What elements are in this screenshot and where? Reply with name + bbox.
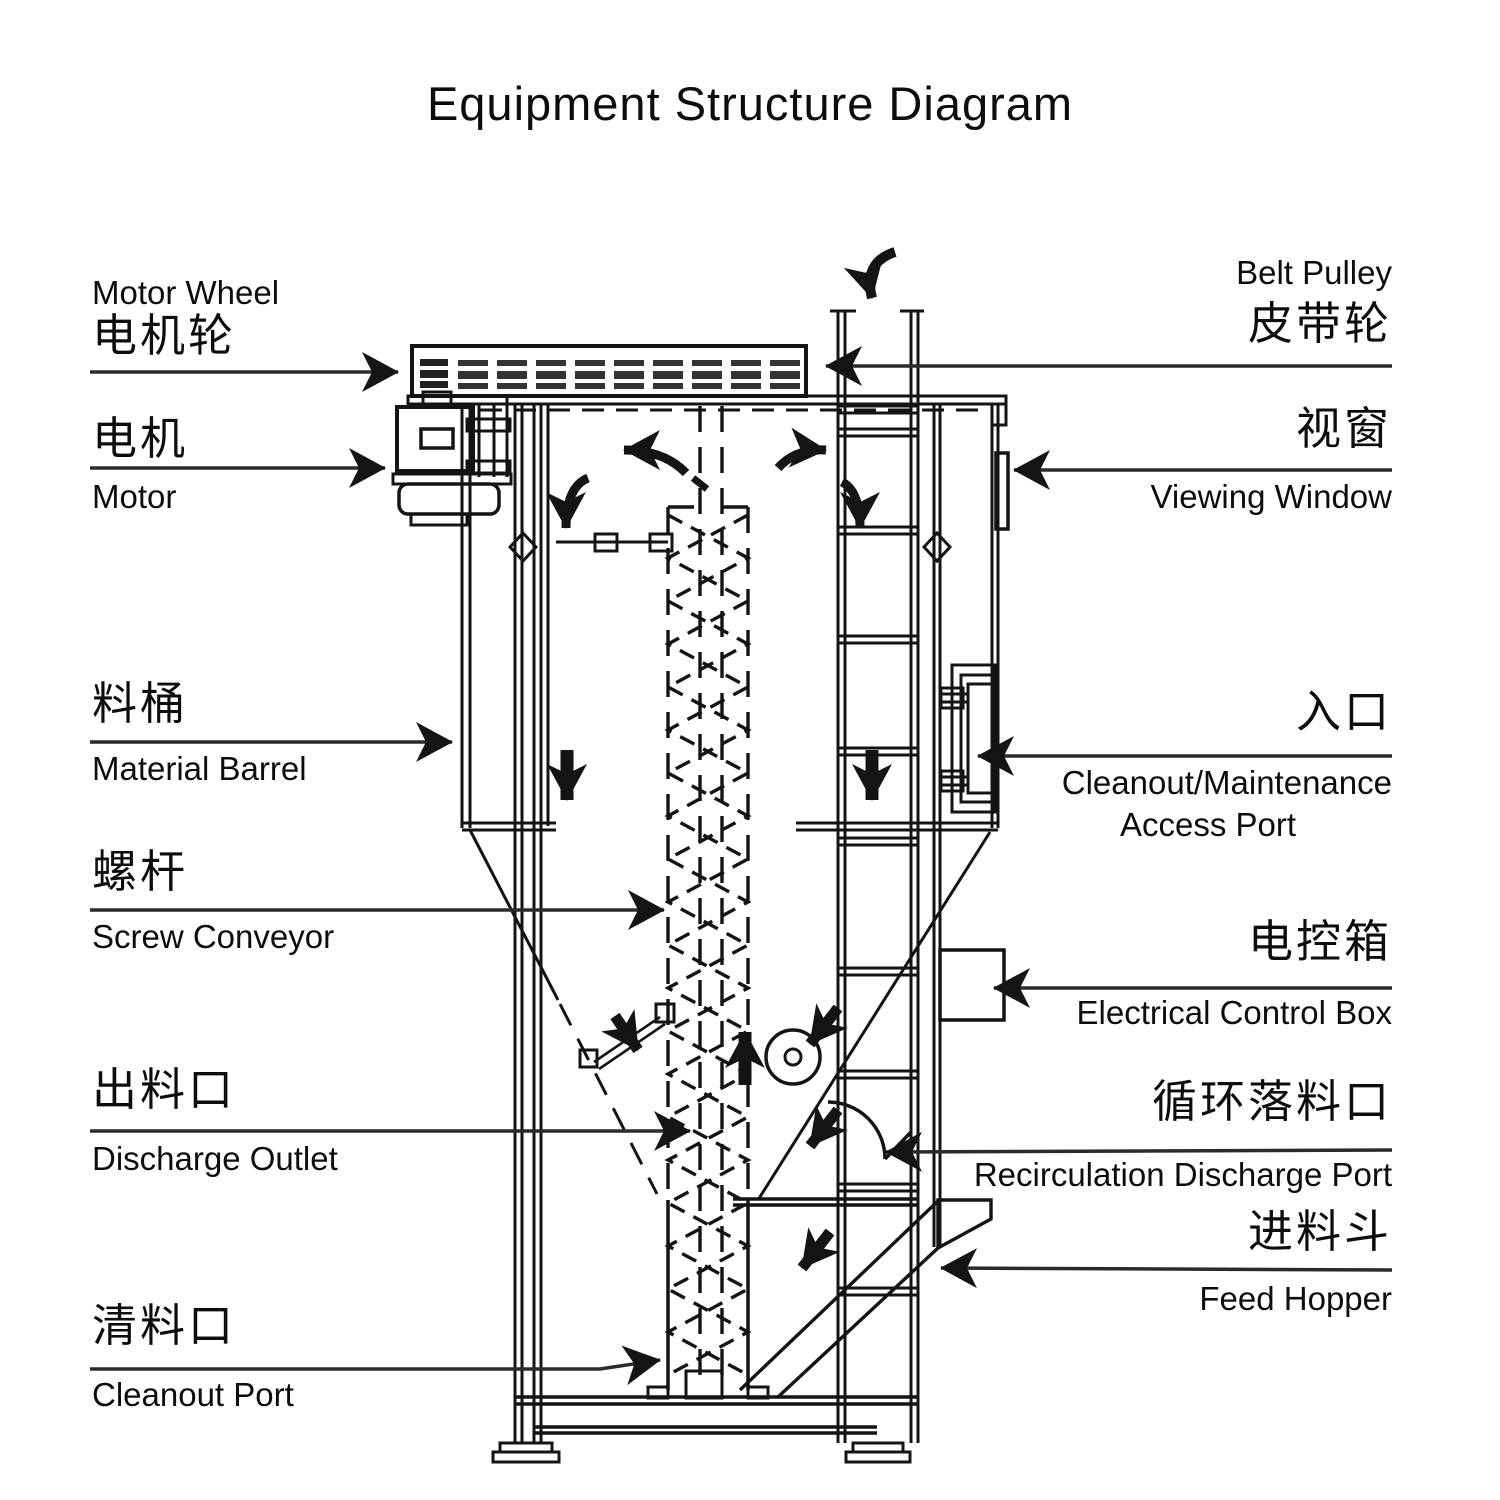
flow-arrow-top-left [623, 430, 690, 477]
label-feed-hopper-en: Feed Hopper [1199, 1280, 1392, 1317]
leader-recirculation [885, 1131, 1393, 1172]
label-screw-conveyor-en: Screw Conveyor [92, 918, 335, 955]
motor-group [391, 390, 513, 527]
electrical-control-box [938, 948, 1006, 1022]
label-motor-wheel-en: Motor Wheel [92, 274, 280, 311]
belt-end-icon [420, 359, 448, 388]
motor-wheel-guard [410, 344, 808, 398]
flow-arrow-nozzle [601, 1008, 643, 1054]
flow-arrow-downcurve-left [546, 473, 591, 529]
cone [468, 829, 992, 1201]
lower-belt-wheel [764, 1028, 822, 1086]
guard-vent-slots [458, 360, 800, 389]
flow-arrow-downcurve-right [839, 477, 880, 529]
flow-arrow-dash [690, 475, 710, 492]
flow-arrow-recirc [805, 1105, 848, 1150]
label-material-barrel-zh: 料桶 [92, 678, 189, 729]
viewing-window [994, 451, 1010, 531]
leader-lines [90, 346, 1393, 1386]
label-viewing-window-en: Viewing Window [1150, 478, 1392, 515]
label-cleanout-port-zh: 清料口 [92, 1300, 237, 1351]
barrel-flange [462, 821, 998, 832]
label-recirculation-zh: 循环落料口 [1151, 1076, 1392, 1127]
flow-arrow-to-wheel [805, 1003, 848, 1048]
label-motor-zh: 电机 [92, 413, 189, 464]
base-frame [491, 1395, 918, 1464]
leader-feed-hopper [940, 1248, 1393, 1289]
label-access-port-en2: Access Port [1119, 806, 1297, 843]
material-barrel-walls [460, 403, 1000, 1247]
label-access-port-en1: Cleanout/Maintenance [1061, 764, 1392, 801]
flow-arrow-hopper [797, 1227, 840, 1272]
lug-diamond-icons [507, 530, 953, 564]
left-leg [513, 403, 543, 1443]
label-access-port-zh: 入口 [1295, 686, 1392, 737]
page-title: Equipment Structure Diagram [426, 77, 1074, 130]
belt-intake-arrow [843, 247, 897, 300]
label-viewing-window-zh: 视窗 [1295, 403, 1392, 454]
label-discharge-outlet-zh: 出料口 [92, 1064, 237, 1115]
label-screw-conveyor-zh: 螺杆 [92, 846, 189, 897]
label-control-box-en: Electrical Control Box [1076, 994, 1392, 1031]
screw-bottom-housing [646, 1200, 770, 1400]
feed-hopper [733, 1197, 993, 1399]
label-belt-pulley-en: Belt Pulley [1236, 254, 1392, 291]
flow-arrows [546, 247, 897, 1272]
label-belt-pulley-zh: 皮带轮 [1247, 298, 1392, 349]
screw-conveyor-group [664, 406, 752, 1388]
label-discharge-outlet-en: Discharge Outlet [92, 1140, 338, 1177]
label-motor-wheel-zh: 电机轮 [92, 310, 237, 361]
label-recirculation-en: Recirculation Discharge Port [973, 1156, 1392, 1193]
leader-cleanout-port [90, 1345, 661, 1386]
label-feed-hopper-zh: 进料斗 [1247, 1206, 1392, 1257]
upper-support-bracket [556, 532, 674, 553]
label-motor-en: Motor [92, 478, 177, 515]
access-port [939, 663, 997, 814]
label-cleanout-port-en: Cleanout Port [92, 1376, 294, 1413]
column-rungs [838, 404, 918, 1297]
top-plate [406, 394, 1008, 427]
label-material-barrel-en: Material Barrel [92, 750, 307, 787]
flow-arrow-top-right [774, 427, 827, 472]
label-control-box-zh: 电控箱 [1247, 916, 1392, 967]
